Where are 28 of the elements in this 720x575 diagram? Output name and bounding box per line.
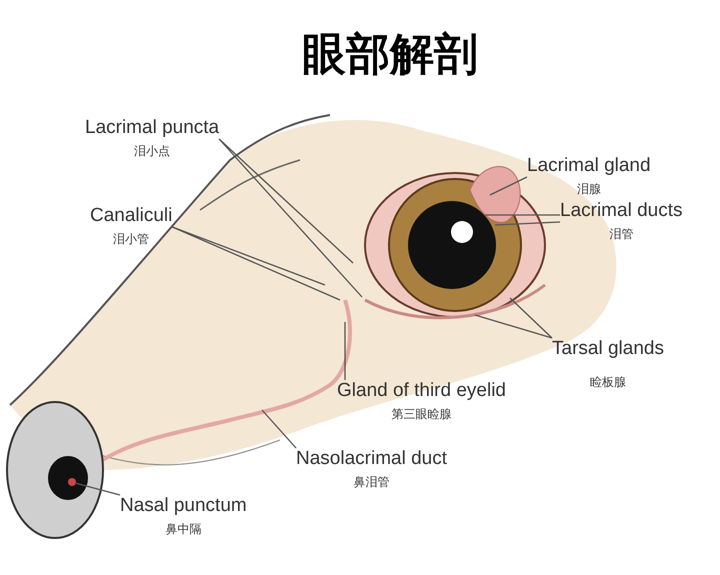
part-label: Nasolacrimal duct bbox=[296, 448, 447, 470]
title: 眼部解剖 bbox=[301, 29, 479, 81]
part-label: Canaliculi bbox=[90, 205, 172, 227]
translation-label: 睑板腺 bbox=[588, 374, 627, 390]
part-label: Lacrimal gland bbox=[527, 155, 651, 177]
leader-line bbox=[74, 482, 120, 496]
leader-line bbox=[344, 322, 346, 380]
part-label: Nasal punctum bbox=[120, 495, 247, 517]
leader-line bbox=[494, 221, 560, 226]
leader-line bbox=[172, 226, 340, 301]
translation-label: 鼻中隔 bbox=[164, 521, 202, 537]
part-label: Gland of third eyelid bbox=[337, 380, 506, 402]
translation-label: 泪管 bbox=[608, 226, 634, 242]
translation-label: 泪腺 bbox=[576, 181, 602, 197]
translation-label: 第三眼睑腺 bbox=[390, 406, 452, 422]
leader-line bbox=[218, 138, 362, 298]
part-label: Lacrimal ducts bbox=[560, 200, 682, 222]
leader-line bbox=[262, 410, 296, 448]
leader-line bbox=[485, 214, 560, 216]
leader-line bbox=[510, 298, 552, 338]
part-label: Lacrimal puncta bbox=[85, 117, 220, 139]
leader-line bbox=[474, 314, 552, 339]
translation-label: 泪小管 bbox=[112, 231, 150, 247]
part-label: Tarsal glands bbox=[552, 338, 664, 360]
leader-line bbox=[172, 226, 326, 286]
translation-label: 鼻泪管 bbox=[352, 474, 390, 490]
translation-label: 泪小点 bbox=[133, 143, 172, 159]
leader-line bbox=[218, 138, 354, 264]
